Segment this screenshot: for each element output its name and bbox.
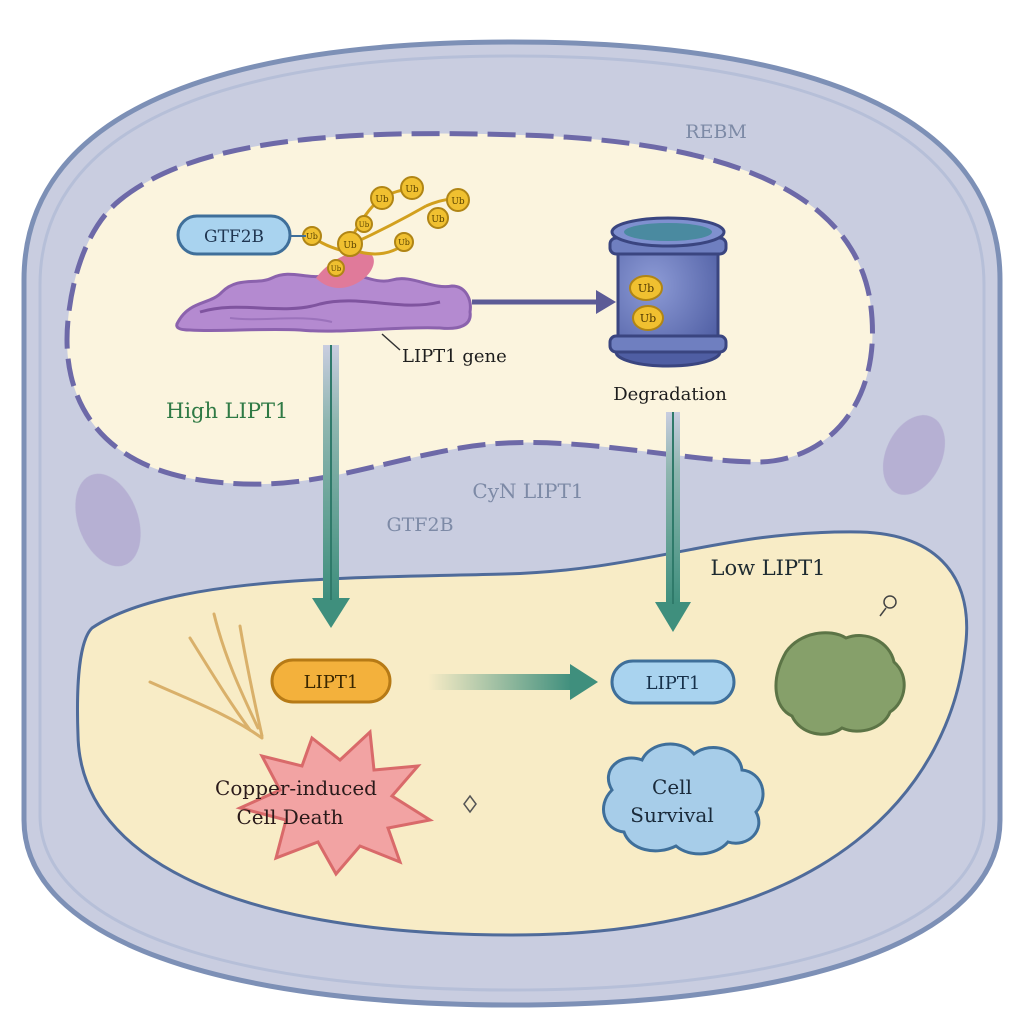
ub-label-1: Ub bbox=[375, 195, 389, 205]
lipt1-low-pill bbox=[610, 659, 736, 705]
proteasome-barrel-icon bbox=[608, 216, 728, 368]
gtf2b-cyto-label: GTF2B bbox=[386, 514, 453, 536]
ub-label-4: Ub bbox=[431, 215, 445, 225]
lipt1-high-label: LIPT1 bbox=[304, 672, 359, 693]
ub-label-5: Ub bbox=[398, 238, 410, 247]
organelle-blob-icon bbox=[75, 415, 945, 567]
gtf2b-nucleus-label: GTF2B bbox=[204, 227, 264, 247]
cloud-icon bbox=[602, 742, 765, 856]
starburst-icon bbox=[235, 728, 435, 877]
ub-label-3: Ub bbox=[451, 197, 465, 207]
high-lipt1-label: High LIPT1 bbox=[166, 399, 288, 423]
copper-death-line2: Cell Death bbox=[236, 805, 343, 829]
dna-strand-icon bbox=[175, 251, 472, 333]
low-lipt1-label: Low LIPT1 bbox=[711, 556, 826, 580]
survival-line1: Cell bbox=[652, 775, 692, 799]
copper-death-line1: Copper-induced bbox=[215, 776, 377, 800]
arrow-horizontal bbox=[428, 674, 572, 690]
green-organelle bbox=[774, 631, 906, 736]
cyn-lipt1-label: CyN LIPT1 bbox=[472, 479, 583, 503]
proteasome-ub-2: Ub bbox=[640, 312, 656, 325]
lipt1-low-label: LIPT1 bbox=[646, 673, 701, 694]
ub-label-9: Ub bbox=[331, 265, 342, 273]
rebm-label: REBM bbox=[685, 121, 747, 143]
ub-label-6: Ub bbox=[343, 241, 357, 251]
proteasome-ub-1: Ub bbox=[638, 282, 654, 295]
survival-line2: Survival bbox=[630, 803, 713, 827]
stress-wisps bbox=[148, 612, 264, 740]
degradation-label: Degradation bbox=[613, 384, 727, 405]
lipt1-gene-label: LIPT1 gene bbox=[402, 346, 507, 367]
ub-label-2: Ub bbox=[405, 185, 419, 195]
ub-label-7: Ub bbox=[306, 232, 318, 241]
ub-label-8: Ub bbox=[359, 221, 370, 229]
lipt1-high-pill bbox=[270, 658, 392, 704]
